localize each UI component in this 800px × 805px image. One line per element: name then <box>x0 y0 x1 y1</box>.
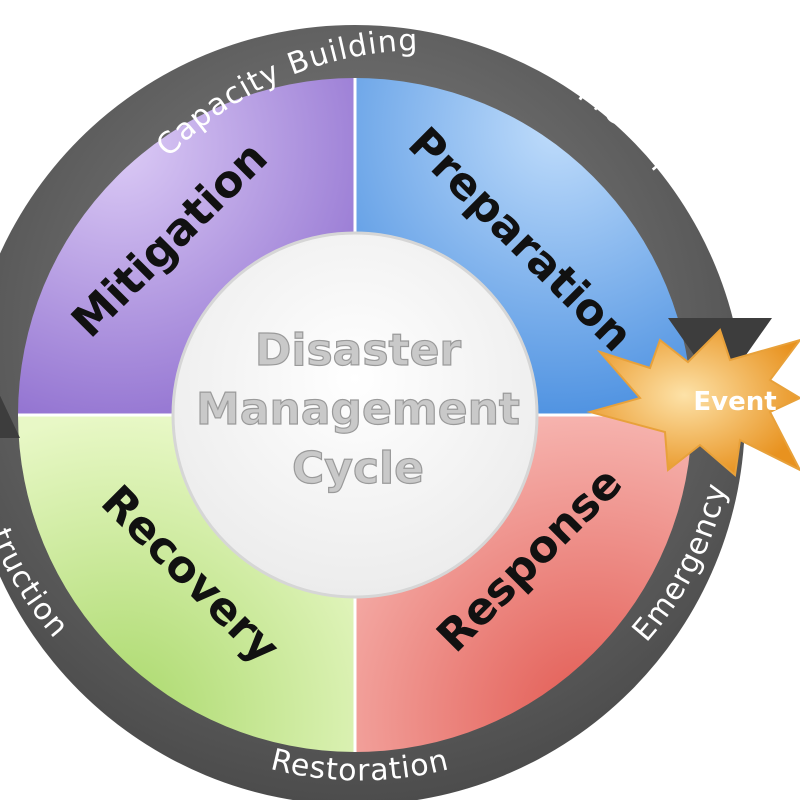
event-starburst-icon[interactable] <box>586 328 800 477</box>
ring-arrow-left-icon <box>0 395 20 438</box>
center-disc <box>171 231 539 599</box>
center-title-line-1: Disaster <box>255 325 462 376</box>
center-title-line-3: Cycle <box>292 443 424 494</box>
event-label: Event <box>693 387 776 417</box>
center-title-line-2: Management <box>196 384 520 435</box>
